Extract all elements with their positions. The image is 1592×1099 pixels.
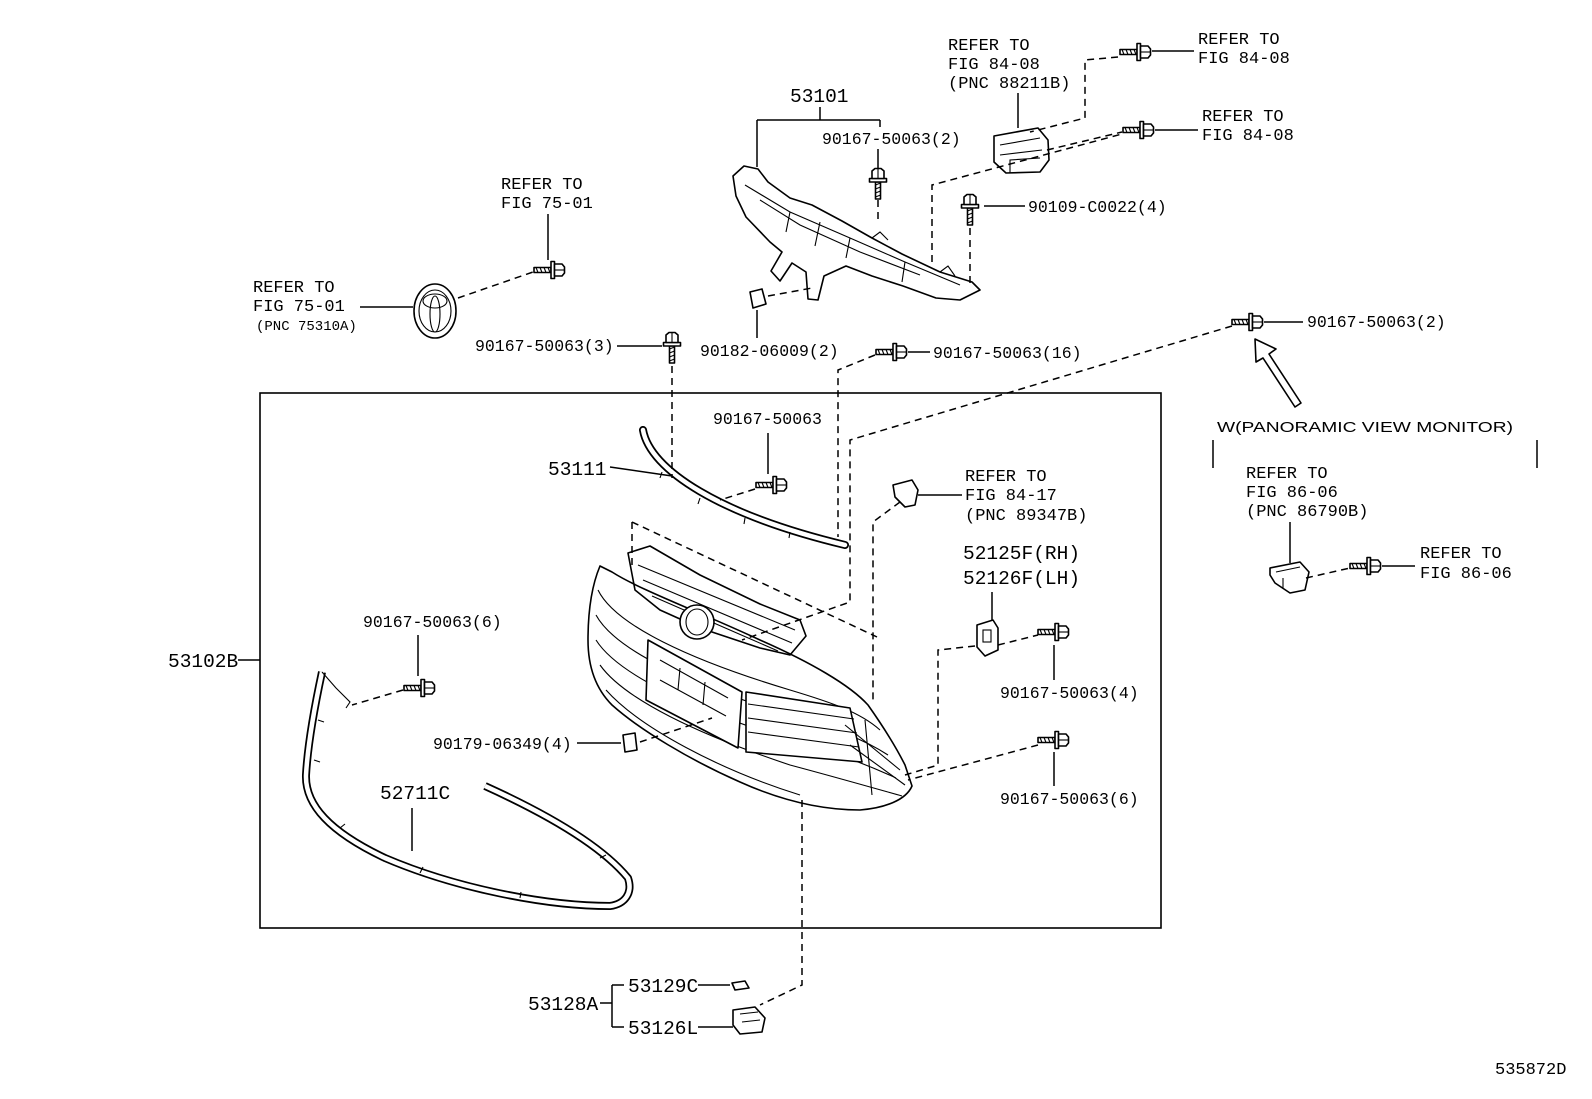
panoramic-monitor-note: W(PANORAMIC VIEW MONITOR) [1217, 419, 1513, 436]
bracket-84-17 [892, 479, 919, 508]
bolt-right-6 [1037, 730, 1070, 750]
ref-camera-bolt-line2: FIG 86-06 [1420, 565, 1512, 584]
fastener-left-bolt-6: 90167-50063(6) [363, 613, 502, 632]
bolt-sensor-upper [1119, 42, 1152, 62]
fastener-grille-bolt-16: 90167-50063(16) [933, 344, 1082, 363]
fastener-support-bolt: 90167-50063(2) [822, 130, 961, 149]
part-number-52125F: 52125F(RH) [963, 543, 1080, 565]
ref-camera-line3: (PNC 86790B) [1246, 503, 1368, 522]
part-number-53101: 53101 [790, 86, 849, 108]
side-bracket-52125F [976, 619, 999, 657]
bolt-molding [755, 475, 788, 495]
part-number-53126L: 53126L [628, 1018, 698, 1040]
clip-53126L [732, 1006, 766, 1035]
fastener-monitor-bolt: 90167-50063(2) [1307, 313, 1446, 332]
bolt-sensor-lower [1122, 120, 1155, 140]
bolt-grille-16 [875, 342, 908, 362]
ref-bracket-84-17-line3: (PNC 89347B) [965, 507, 1087, 526]
ref-camera-bolt-line1: REFER TO [1420, 545, 1502, 564]
ref-emblem-bolt-line1: REFER TO [501, 176, 583, 195]
ref-emblem-bolt-line2: FIG 75-01 [501, 195, 593, 214]
nut-90179 [622, 732, 638, 753]
ref-bracket-84-17-line1: REFER TO [965, 468, 1047, 487]
part-number-53128A: 53128A [528, 994, 599, 1016]
ref-camera-line1: REFER TO [1246, 465, 1328, 484]
fastener-nut-90179: 90179-06349(4) [433, 735, 572, 754]
bolt-monitor [1231, 312, 1264, 332]
fastener-molding-bolt: 90167-50063 [713, 410, 822, 429]
emblem [413, 283, 457, 339]
ref-sensor-bracket-line2: FIG 84-08 [948, 56, 1040, 75]
bolt-left-6 [403, 678, 436, 698]
assembly-lines [351, 56, 1351, 1006]
ref-sensor-bolt-upper-line2: FIG 84-08 [1198, 50, 1290, 69]
leader-lines [238, 50, 1538, 1028]
arrow-icon [1254, 338, 1302, 408]
bolt-right-4 [1037, 622, 1070, 642]
ref-camera-line2: FIG 86-06 [1246, 484, 1338, 503]
ref-bracket-84-17-line2: FIG 84-17 [965, 487, 1057, 506]
fastener-clip-90182: 90182-06009(2) [700, 342, 839, 361]
ref-emblem-line2: FIG 75-01 [253, 298, 345, 317]
part-number-53129C: 53129C [628, 976, 698, 998]
bolt-camera [1349, 556, 1382, 576]
bolt-emblem [533, 260, 566, 280]
ref-emblem-line3: (PNC 75310A) [256, 319, 357, 335]
upper-support-53101 [732, 165, 981, 301]
upper-grille-insert [627, 545, 807, 656]
bolt-90109 [960, 193, 980, 226]
ref-sensor-bracket-line1: REFER TO [948, 37, 1030, 56]
part-number-53102B: 53102B [168, 651, 238, 673]
fastener-90109: 90109-C0022(4) [1028, 198, 1167, 217]
ref-sensor-bolt-upper-line1: REFER TO [1198, 31, 1280, 50]
lower-trim-52711C [301, 671, 634, 910]
molding-53111 [639, 426, 849, 549]
illustration-id: 535872D [1495, 1061, 1566, 1080]
ref-emblem-line1: REFER TO [253, 279, 335, 298]
radiator-grille [587, 565, 913, 811]
clip-90182 [749, 288, 767, 309]
pin-53129C [731, 980, 750, 991]
part-number-52126F: 52126F(LH) [963, 568, 1080, 590]
part-number-52711C: 52711C [380, 783, 450, 805]
fastener-upper-bolt-3: 90167-50063(3) [475, 337, 614, 356]
ref-sensor-bolt-lower-line1: REFER TO [1202, 108, 1284, 127]
fastener-right-bolt-6: 90167-50063(6) [1000, 790, 1139, 809]
bolt-upper-3 [662, 331, 682, 364]
ref-sensor-bracket-line3: (PNC 88211B) [948, 75, 1070, 94]
part-number-53111: 53111 [548, 459, 607, 481]
ref-sensor-bolt-lower-line2: FIG 84-08 [1202, 127, 1294, 146]
fastener-right-bolt-4: 90167-50063(4) [1000, 684, 1139, 703]
bolt-support [868, 167, 888, 200]
camera-bracket [1269, 561, 1310, 594]
